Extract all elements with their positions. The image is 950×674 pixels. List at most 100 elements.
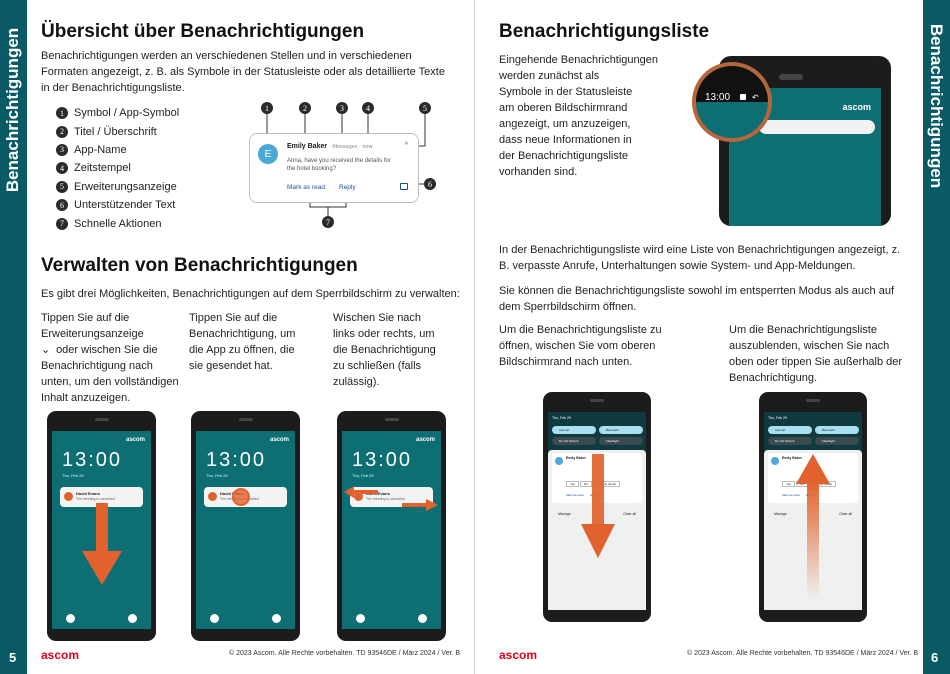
manage-col-3: Wischen Sie nach links oder rechts, um d… — [333, 312, 436, 388]
tile-flashlight: Flashlight — [815, 437, 859, 445]
tile-bluetooth: Bluetooth — [599, 426, 643, 434]
notification-anatomy-diagram: E Emily Baker · Messages · now ^ Anna, h… — [248, 100, 438, 230]
tile-internet: Internet — [768, 426, 812, 434]
list-para-1: In der Benachrichtigungsliste wird eine … — [499, 244, 901, 272]
notification-supporting-text: Anna, have you received the details for … — [287, 158, 391, 172]
camera-shortcut-icon — [128, 614, 137, 623]
right-side-tab — [923, 0, 950, 674]
left-side-tab — [0, 0, 27, 674]
overview-title: Übersicht über Benachrichtigungen — [41, 21, 365, 42]
chevron-down-icon: ⌄ — [41, 344, 51, 356]
manage-col-1: Tippen Sie auf die Erweiterungsanzeige ⌄… — [41, 312, 179, 404]
left-side-label: Benachrichtigungen — [3, 27, 22, 193]
lockscreen: ascom 13:00 Thu, Feb 29 David Evans The … — [342, 431, 441, 629]
camera-shortcut-icon — [418, 614, 427, 623]
missed-call-icon: ↶ — [752, 93, 759, 102]
phone-logo: ascom — [415, 437, 435, 443]
list-col-1: Um die Benachrichtigungsliste zu öffnen,… — [499, 324, 662, 368]
phone-close-shade: Thu, Feb 29 Internet Bluetooth Do Not Di… — [759, 392, 867, 622]
camera-icon — [384, 418, 399, 421]
lock-clock: 13:00 — [206, 449, 267, 471]
manage-title: Verwalten von Benachrichtigungen — [41, 255, 358, 276]
tap-indicator-icon — [232, 488, 250, 506]
callout-2: 2 — [299, 102, 311, 114]
tile-bluetooth: Bluetooth — [815, 426, 859, 434]
phone-tap: ascom 13:00 Thu, Feb 29 David Evans The … — [191, 411, 300, 641]
camera-shortcut-icon — [272, 614, 281, 623]
manage-button: Manage — [774, 512, 787, 516]
phone-expand: ascom 13:00 Thu, Feb 29 David Evans The … — [47, 411, 156, 641]
camera-icon — [94, 418, 109, 421]
lockscreen: ascom 13:00 Thu, Feb 29 David Evans The … — [196, 431, 295, 629]
lock-clock: 13:00 — [62, 449, 123, 471]
manage-intro: Es gibt drei Möglichkeiten, Benachrichti… — [41, 288, 460, 300]
page-divider — [474, 0, 475, 674]
shade-screen: Thu, Feb 29 Internet Bluetooth Do Not Di… — [764, 412, 862, 610]
camera-icon — [238, 418, 253, 421]
phone-statusbar: ascom — [719, 56, 891, 226]
swipe-horizontal-arrows-icon — [344, 486, 438, 511]
camera-icon — [590, 399, 604, 402]
notification-header: Emily Baker · Messages · now — [287, 143, 373, 150]
callout-6: 6 — [424, 178, 436, 190]
ascom-logo: ascom — [41, 648, 80, 662]
phone-open-shade: Thu, Feb 29 Internet Bluetooth Do Not Di… — [543, 392, 651, 622]
mark-as-read-action: Mark as read — [287, 184, 325, 191]
phone-logo: ascom — [269, 437, 289, 443]
phone-icon — [66, 614, 75, 623]
lock-date: Thu, Feb 29 — [62, 473, 84, 478]
clear-all-button: Clear all — [839, 512, 852, 516]
right-side-label: Benachrichtigungen — [927, 23, 946, 189]
lock-clock: 13:00 — [352, 449, 413, 471]
manage-button: Manage — [558, 512, 571, 516]
tile-flashlight: Flashlight — [599, 437, 643, 445]
lock-notification: David Evans The meeting is cancelled — [60, 487, 143, 507]
right-copyright: © 2023 Ascom. Alle Rechte vorbehalten. T… — [687, 650, 919, 657]
tile-dnd: Do Not Disturb — [768, 437, 812, 445]
zoom-time: 13:00 — [705, 92, 731, 103]
camera-icon — [806, 399, 820, 402]
shade-date: Thu, Feb 29 — [768, 416, 787, 420]
phone-logo: ascom — [842, 102, 871, 112]
callout-4: 4 — [362, 102, 374, 114]
message-icon — [740, 94, 746, 100]
callout-5: 5 — [419, 102, 431, 114]
anatomy-notification-card: E Emily Baker · Messages · now ^ Anna, h… — [249, 133, 419, 203]
list-title: Benachrichtigungsliste — [499, 21, 710, 42]
list-para-2: Sie können die Benachrichtigungsliste so… — [499, 285, 895, 313]
callout-1: 1 — [261, 102, 273, 114]
phone-logo: ascom — [125, 437, 145, 443]
left-copyright: © 2023 Ascom. Alle Rechte vorbehalten. T… — [229, 650, 461, 657]
image-icon — [400, 183, 408, 190]
clear-all-button: Clear all — [623, 512, 636, 516]
swipe-up-arrow-icon — [796, 454, 830, 600]
tile-dnd: Do Not Disturb — [552, 437, 596, 445]
callout-7: 7 — [322, 216, 334, 228]
tile-internet: Internet — [552, 426, 596, 434]
callout-3: 3 — [336, 102, 348, 114]
lock-date: Thu, Feb 29 — [352, 473, 374, 478]
ascom-logo: ascom — [499, 648, 538, 662]
manage-col-2: Tippen Sie auf die Benachrichtigung, um … — [189, 312, 296, 372]
swipe-down-arrow-icon — [82, 503, 122, 585]
phone-icon — [210, 614, 219, 623]
avatar: E — [258, 144, 278, 164]
lockscreen: ascom 13:00 Thu, Feb 29 David Evans The … — [52, 431, 151, 629]
list-col-2: Um die Benachrichtigungsliste auszublend… — [729, 324, 903, 384]
shade-screen: Thu, Feb 29 Internet Bluetooth Do Not Di… — [548, 412, 646, 610]
shade-date: Thu, Feb 29 — [552, 416, 571, 420]
overview-intro: Benachrichtigungen werden an verschieden… — [41, 50, 445, 94]
lock-date: Thu, Feb 29 — [206, 473, 228, 478]
phone-icon — [356, 614, 365, 623]
swipe-down-arrow-icon — [581, 454, 615, 558]
phone-swipe: ascom 13:00 Thu, Feb 29 David Evans The … — [337, 411, 446, 641]
left-page-number: 5 — [9, 650, 17, 665]
reply-action: Reply — [339, 184, 356, 191]
